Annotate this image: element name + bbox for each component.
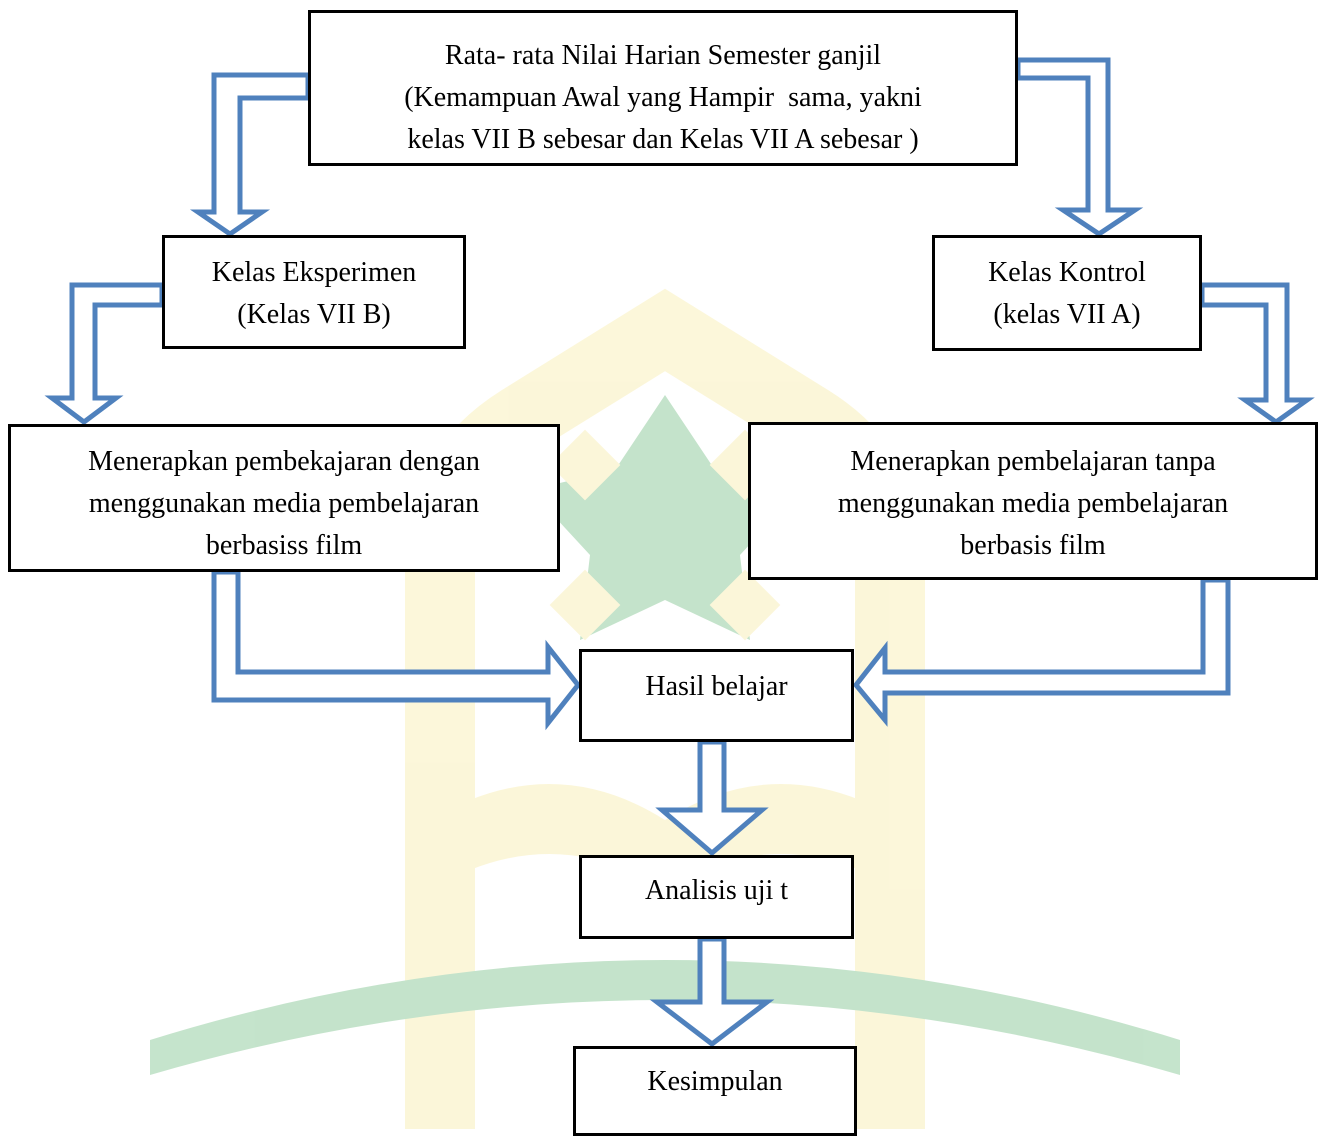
arrow-analysis-to-conclusion bbox=[649, 936, 775, 1048]
arrow-control-method-to-result bbox=[852, 577, 1231, 727]
control-method-line-2: menggunakan media pembelajaran bbox=[837, 488, 1229, 519]
experiment-method-line-2: menggunakan media pembelajaran bbox=[88, 488, 480, 519]
arrow-experiment-method-to-result bbox=[211, 569, 582, 731]
arrow-top-to-experiment bbox=[189, 72, 311, 238]
control-class-title: Kelas Kontrol bbox=[988, 257, 1146, 288]
t-test-analysis-label: Analisis uji t bbox=[644, 875, 789, 906]
control-method-box: Menerapkan pembelajaran tanpa menggunaka… bbox=[748, 422, 1318, 580]
initial-scores-box: Rata- rata Nilai Harian Semester ganjil … bbox=[308, 10, 1018, 166]
learning-result-label: Hasil belajar bbox=[645, 671, 788, 702]
control-method-line-1: Menerapkan pembelajaran tanpa bbox=[850, 446, 1216, 477]
control-class-box: Kelas Kontrol (kelas VII A) bbox=[932, 235, 1202, 351]
control-method-line-3: berbasis film bbox=[960, 530, 1106, 561]
conclusion-box: Kesimpulan bbox=[573, 1046, 857, 1136]
experiment-method-line-3: berbasiss film bbox=[205, 530, 363, 561]
learning-result-box: Hasil belajar bbox=[579, 649, 854, 742]
experiment-method-box: Menerapkan pembekajaran dengan menggunak… bbox=[8, 424, 560, 572]
initial-scores-line-3: kelas VII B sebesar dan Kelas VII A sebe… bbox=[407, 124, 919, 155]
experiment-class-title: Kelas Eksperimen bbox=[211, 257, 417, 288]
control-class-subtitle: (kelas VII A) bbox=[993, 299, 1141, 330]
experiment-method-line-1: Menerapkan pembekajaran dengan bbox=[88, 446, 480, 477]
arrow-top-to-control bbox=[1015, 57, 1144, 238]
conclusion-label: Kesimpulan bbox=[647, 1066, 783, 1097]
experiment-class-box: Kelas Eksperimen (Kelas VII B) bbox=[162, 235, 466, 349]
initial-scores-line-1: Rata- rata Nilai Harian Semester ganjil bbox=[444, 40, 882, 71]
initial-scores-line-2: (Kemampuan Awal yang Hampir sama, yakni bbox=[404, 82, 922, 113]
arrow-control-to-method bbox=[1199, 282, 1315, 426]
arrow-experiment-to-method bbox=[44, 282, 165, 426]
arrow-result-to-analysis bbox=[655, 739, 769, 857]
experiment-class-subtitle: (Kelas VII B) bbox=[237, 299, 391, 330]
t-test-analysis-box: Analisis uji t bbox=[579, 855, 854, 939]
